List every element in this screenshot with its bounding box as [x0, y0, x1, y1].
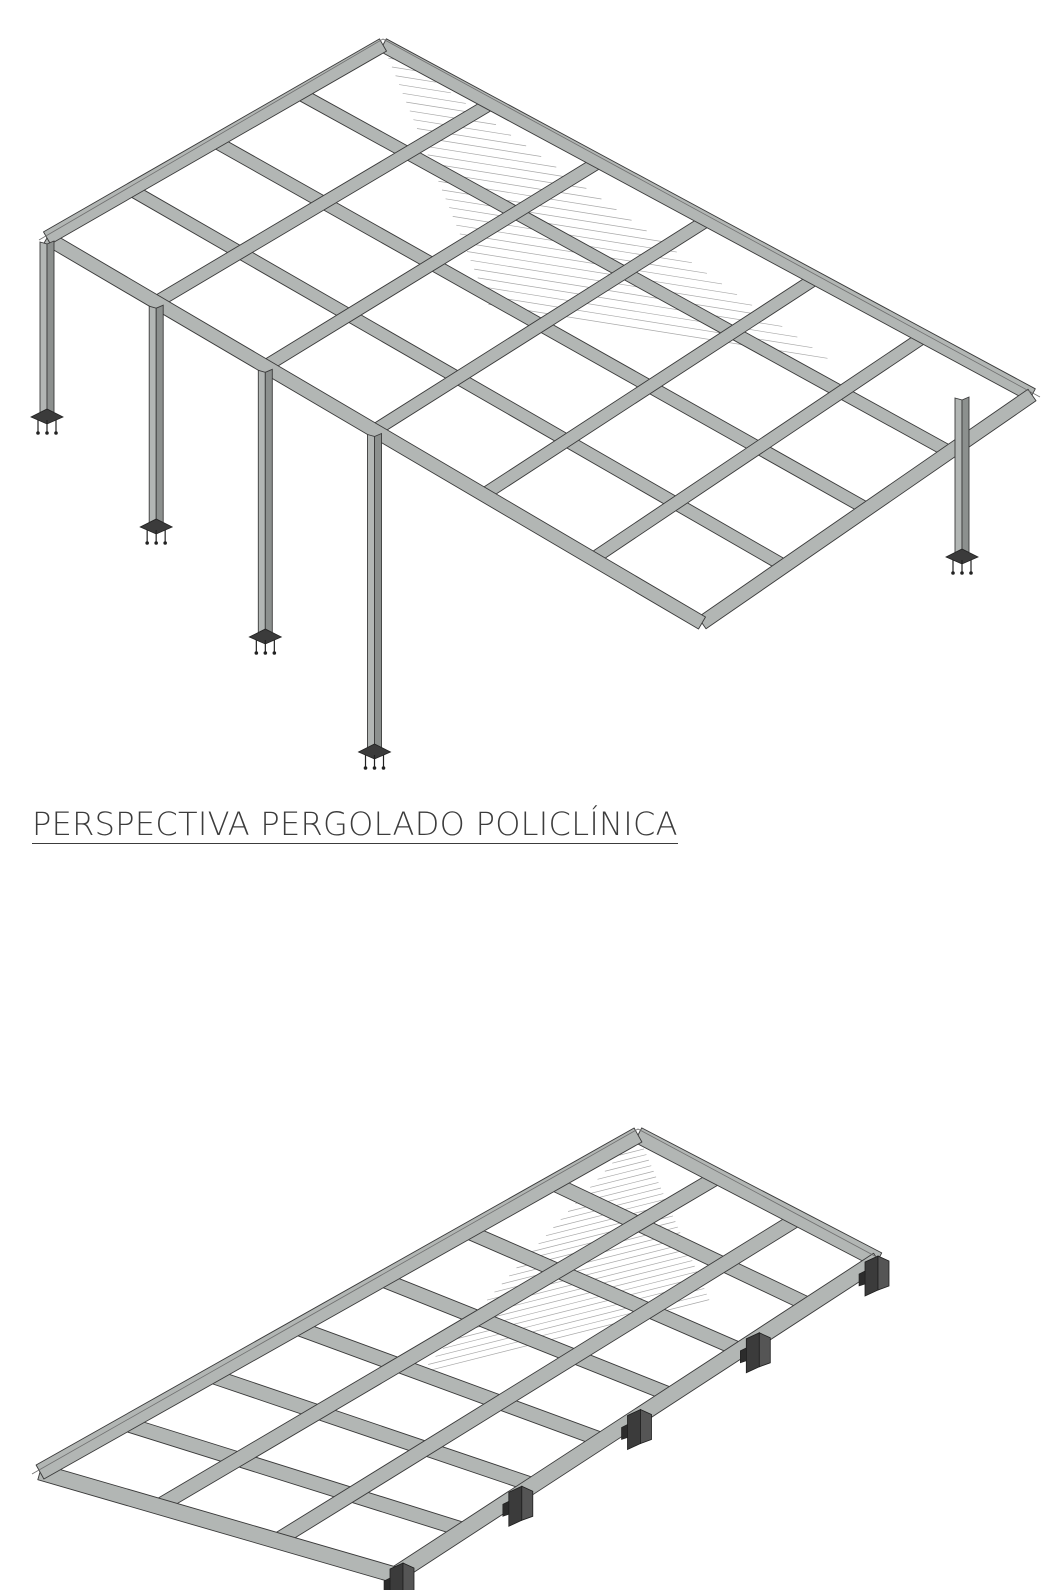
- column-side-face: [374, 432, 382, 751]
- drawing-caption: PERSPECTIVA PERGOLADO POLICLÍNICA: [32, 805, 678, 844]
- anchor-bolt-tip: [272, 651, 277, 655]
- bracket-flange: [521, 1485, 534, 1521]
- glass-hatch-line: [445, 198, 647, 232]
- base-plate: [248, 628, 283, 645]
- glass-hatch-line: [474, 268, 768, 317]
- anchor-bolt-tip: [363, 766, 368, 770]
- column-side-face: [46, 240, 55, 416]
- glass-hatch-line: [424, 145, 557, 168]
- roof-edge-beam: [697, 388, 1037, 630]
- glass-hatch-line: [409, 110, 497, 125]
- bracket-lug: [739, 1347, 747, 1364]
- bracket-flange: [877, 1255, 890, 1291]
- connection-bracket: [858, 1255, 890, 1297]
- base-plate: [945, 548, 979, 565]
- lower-roof-edge-beam: [633, 1127, 883, 1268]
- glass-hatch-line: [582, 1176, 657, 1196]
- bracket-lug: [383, 1577, 391, 1590]
- bracket-plate: [508, 1485, 523, 1527]
- column-side-face: [264, 368, 273, 636]
- bracket-flange: [402, 1562, 415, 1590]
- glass-hatch-line: [449, 207, 662, 242]
- anchor-bolt-tip: [381, 766, 386, 770]
- roof-edge-beam: [379, 38, 1036, 402]
- column-front: [139, 304, 174, 545]
- lower-roof-glass-edge-line: [31, 1128, 887, 1475]
- glass-hatch-line: [442, 1282, 703, 1349]
- connection-bracket: [502, 1485, 534, 1527]
- column-front: [357, 432, 392, 770]
- base-plate: [357, 743, 392, 760]
- column-side-face: [961, 396, 970, 556]
- bracket-plate: [389, 1562, 404, 1590]
- glass-hatch-line: [477, 277, 783, 327]
- glass-hatch-line: [590, 1170, 654, 1188]
- pergola-perspective-view: [30, 38, 1041, 770]
- glass-hatch-line: [466, 251, 738, 295]
- bracket-plate: [627, 1408, 641, 1451]
- column-front-face: [257, 369, 266, 636]
- roof-frame: [38, 38, 1041, 630]
- bracket-plate: [745, 1332, 760, 1374]
- bracket-lug: [502, 1500, 510, 1517]
- column-front-face: [148, 305, 157, 526]
- roof-glass-edge-line: [38, 38, 1041, 398]
- connection-bracket: [383, 1562, 415, 1590]
- anchor-bolt-tip: [145, 541, 149, 545]
- lower-roof-edge-beam: [35, 1127, 643, 1480]
- connection-bracket: [739, 1332, 771, 1374]
- glass-hatch-line: [402, 92, 466, 104]
- anchor-bolt-tip: [372, 766, 377, 770]
- anchor-bolt-tip: [960, 571, 964, 575]
- glass-hatch-line: [427, 154, 572, 179]
- anchor-bolt-tip: [154, 541, 158, 545]
- glass-hatch-line: [399, 84, 451, 94]
- anchor-bolt-tip: [54, 431, 58, 435]
- column-front-face: [39, 241, 48, 416]
- anchor-bolt-tip: [36, 431, 40, 435]
- anchor-bolt-tip: [263, 651, 268, 655]
- anchor-bolt-tip: [969, 571, 973, 575]
- bracket-lug: [621, 1424, 628, 1440]
- column-front-face: [954, 397, 963, 556]
- anchor-bolt-tip: [254, 651, 259, 655]
- glass-hatch-line: [464, 1265, 695, 1325]
- anchor-bolt-tip: [45, 431, 49, 435]
- bracket-flange: [758, 1332, 771, 1368]
- glass-hatch-line: [597, 1165, 652, 1180]
- glass-hatch-line: [612, 1154, 647, 1164]
- glass-hatch-line: [501, 1237, 683, 1285]
- column-front: [248, 368, 283, 655]
- glass-hatch-line: [395, 75, 436, 83]
- glass-hatch-line: [463, 242, 723, 285]
- bracket-flange: [640, 1408, 652, 1445]
- column-front: [30, 240, 64, 435]
- glass-hatch-line: [619, 1148, 645, 1156]
- glass-hatch-line: [567, 1187, 662, 1212]
- column-side-face: [155, 304, 164, 526]
- bracket-plate: [864, 1255, 879, 1297]
- anchor-bolt-tip: [951, 571, 955, 575]
- connection-bracket: [621, 1408, 652, 1451]
- column-front-face: [367, 433, 375, 751]
- pergola-roof-frame-view: [31, 1127, 890, 1590]
- anchor-bolt-tip: [163, 541, 167, 545]
- column-front: [945, 396, 979, 575]
- glass-hatch-line: [604, 1159, 649, 1172]
- bracket-lug: [858, 1270, 866, 1287]
- base-plate: [139, 518, 174, 535]
- base-plate: [30, 408, 64, 425]
